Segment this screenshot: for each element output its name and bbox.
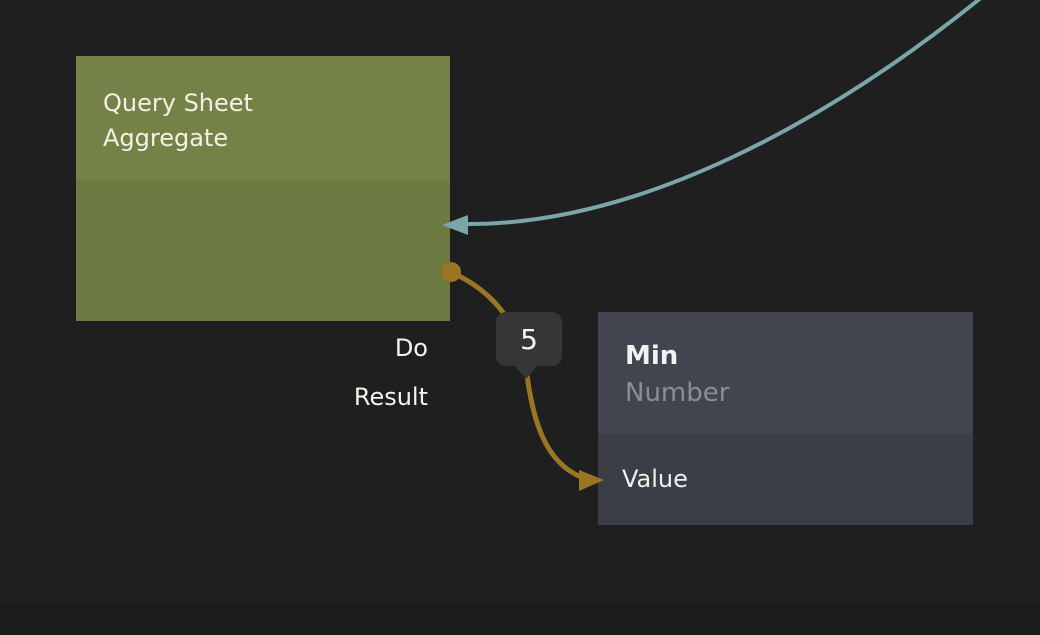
canvas-bottom-strip xyxy=(0,603,1040,635)
port-value[interactable]: Value xyxy=(598,465,688,493)
edge-value-badge-pointer-icon xyxy=(514,365,538,379)
node-query-header[interactable]: Query Sheet Aggregate xyxy=(76,56,450,180)
port-do[interactable]: Do xyxy=(395,330,428,366)
node-min-header[interactable]: Min Number xyxy=(598,312,973,433)
node-query-title: Query Sheet Aggregate xyxy=(103,89,253,152)
node-min-subtitle: Number xyxy=(625,378,730,408)
node-min-body: Value xyxy=(598,433,973,525)
edge-value-badge-text: 5 xyxy=(520,322,538,356)
port-do-label: Do xyxy=(394,334,428,362)
edge-teal-into-do[interactable] xyxy=(462,0,982,227)
node-query-body: Do Result xyxy=(76,180,450,411)
port-result-label: Result xyxy=(353,383,428,411)
port-result[interactable]: Result xyxy=(354,379,428,415)
node-min-title: Min xyxy=(625,341,679,371)
node-query-sheet-aggregate[interactable]: Query Sheet Aggregate Do Result xyxy=(76,56,450,411)
edge-value-badge: 5 xyxy=(496,312,562,379)
port-value-label: Value xyxy=(622,465,688,493)
node-min[interactable]: Min Number Value xyxy=(598,312,973,525)
